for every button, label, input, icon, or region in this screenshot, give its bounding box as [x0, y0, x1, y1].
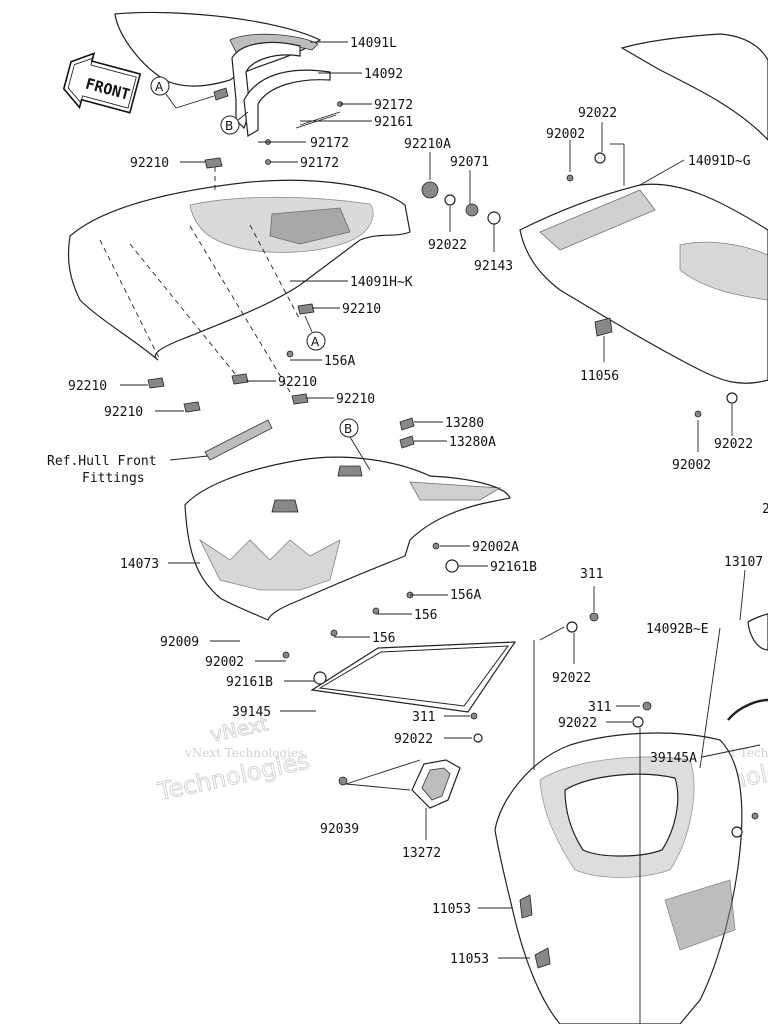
part-label: 13280 — [445, 416, 484, 431]
part-label: 92210 — [336, 392, 375, 407]
part-label: 92022 — [552, 671, 591, 686]
watermark-text: vNext Technologies — [184, 746, 304, 760]
part-label: 14091H~K — [350, 275, 413, 290]
ref-hull-front-fittings: Ref.Hull Front Fittings — [47, 419, 273, 486]
storage-tray-14073 — [184, 456, 511, 621]
svg-text:B: B — [344, 422, 352, 436]
seal-39145 — [310, 641, 517, 713]
part-label: 92161 — [374, 115, 413, 130]
leader-lines — [120, 41, 761, 1024]
part-label: 156A — [450, 588, 481, 603]
part-label: 14073 — [120, 557, 159, 572]
part-label: 92022 — [428, 238, 467, 253]
seat-cover-14091HK — [67, 162, 411, 393]
part-label: 14092B~E — [646, 622, 709, 637]
part-label: 2 — [762, 502, 768, 517]
lid-14092BE — [727, 613, 768, 721]
plate-13272 — [338, 759, 461, 809]
watermark-mid: vNext Technologies Technologies vNext — [154, 711, 313, 807]
part-label: 92210 — [68, 379, 107, 394]
part-label: 311 — [412, 710, 435, 725]
part-label: 13280A — [449, 435, 496, 450]
part-label: 11056 — [580, 369, 619, 384]
part-label: 311 — [588, 700, 611, 715]
part-label: 156 — [372, 631, 395, 646]
ref-note-line1: Ref.Hull Front — [47, 454, 157, 469]
callout-A-top: A — [150, 76, 215, 109]
part-label: 92210 — [278, 375, 317, 390]
part-label: 11053 — [432, 902, 471, 917]
part-label: 92002 — [672, 458, 711, 473]
part-label: 14091D~G — [688, 154, 751, 169]
part-label: 92002A — [472, 540, 519, 555]
part-label: 92022 — [558, 716, 597, 731]
part-label: 39145 — [232, 705, 271, 720]
part-label: 92022 — [394, 732, 433, 747]
part-label: 92161B — [226, 675, 273, 690]
part-label: 92172 — [374, 98, 413, 113]
part-label: 92210 — [342, 302, 381, 317]
side-panel-14091DG — [519, 33, 768, 384]
part-label: 92009 — [160, 635, 199, 650]
callout-A-mid: A — [304, 315, 326, 351]
part-label: 92210 — [104, 405, 143, 420]
part-label: 92002 — [546, 127, 585, 142]
front-direction-arrow: FRONT — [62, 52, 142, 114]
part-label: 39145A — [650, 751, 697, 766]
part-label: 92210A — [404, 137, 451, 152]
part-label: 156 — [414, 608, 437, 623]
part-label: 14091L — [350, 36, 397, 51]
part-label: 92022 — [714, 437, 753, 452]
part-label: 311 — [580, 567, 603, 582]
part-label: 92071 — [450, 155, 489, 170]
part-labels: 14091L 14092 92172 92161 92172 92172 922… — [68, 36, 768, 967]
part-label: 92002 — [205, 655, 244, 670]
svg-text:B: B — [225, 119, 233, 133]
part-label: 11053 — [450, 952, 489, 967]
part-label: 14092 — [364, 67, 403, 82]
ref-note-line2: Fittings — [82, 471, 145, 486]
part-label: 92022 — [578, 106, 617, 121]
part-label: 13272 — [402, 846, 441, 861]
part-label: 92172 — [310, 136, 349, 151]
part-label: 92210 — [130, 156, 169, 171]
callout-B-top: B — [220, 111, 249, 135]
part-label: 92161B — [490, 560, 537, 575]
front-storage-bin — [494, 732, 743, 1024]
part-label: 92039 — [320, 822, 359, 837]
part-label: 13107 — [724, 555, 763, 570]
part-label: 92143 — [474, 259, 513, 274]
part-label: 92172 — [300, 156, 339, 171]
top-cowl-assembly — [114, 11, 343, 165]
part-label: 156A — [324, 354, 355, 369]
callout-B-mid: B — [339, 418, 371, 471]
svg-text:A: A — [155, 80, 164, 94]
svg-text:A: A — [311, 335, 320, 349]
